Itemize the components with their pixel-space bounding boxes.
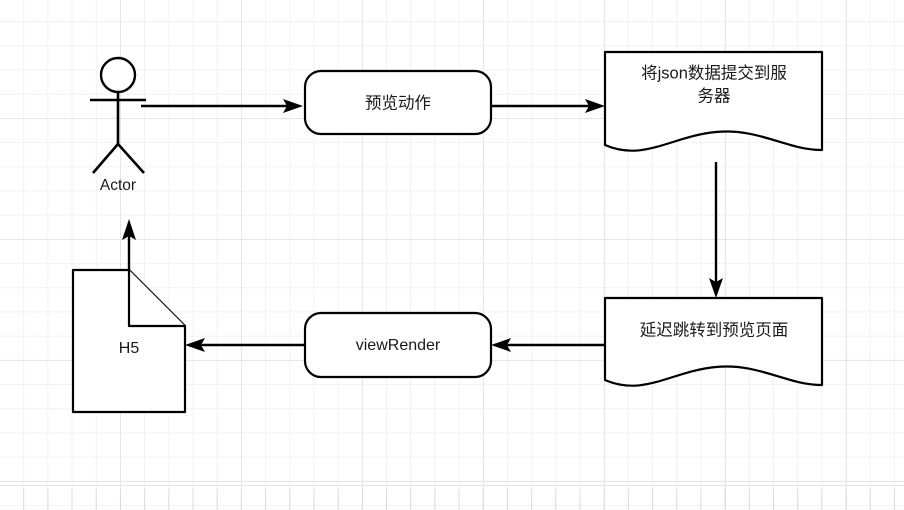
- arrowhead-up-icon: [122, 219, 136, 240]
- arrowhead-right-icon: [283, 99, 303, 113]
- node-delay-redirect[interactable]: 延迟跳转到预览页面: [603, 296, 824, 387]
- view-render-box[interactable]: [303, 311, 493, 379]
- arrowhead-left-icon: [185, 338, 205, 352]
- actor-left-leg-icon: [92, 143, 119, 174]
- submit-json-label-line2: 务器: [698, 86, 732, 105]
- arrowhead-right-icon: [585, 99, 605, 113]
- view-render-label: viewRender: [356, 337, 441, 354]
- edge-submit-json-to-delay-redirect[interactable]: [709, 162, 723, 298]
- edge-delay-redirect-to-view-render[interactable]: [491, 338, 604, 352]
- actor-right-leg-icon: [117, 143, 145, 174]
- node-view-render[interactable]: viewRender: [303, 311, 493, 379]
- arrowhead-down-icon: [709, 278, 723, 298]
- submit-json-label-line1: 将json数据提交到服: [641, 63, 787, 82]
- edge-h5-to-actor[interactable]: [122, 219, 136, 270]
- actor-head-icon: [99, 56, 137, 94]
- submit-json-document-shape[interactable]: [603, 50, 824, 152]
- preview-action-label: 预览动作: [365, 93, 431, 112]
- node-submit-json[interactable]: 将json数据提交到服 务器: [603, 50, 824, 152]
- delay-redirect-label: 延迟跳转到预览页面: [640, 320, 789, 339]
- actor-label: Actor: [100, 177, 136, 194]
- node-h5-page[interactable]: H5: [71, 268, 187, 414]
- edge-view-render-to-h5[interactable]: [185, 338, 304, 352]
- arrowhead-left-icon: [491, 338, 511, 352]
- delay-redirect-document-shape[interactable]: [603, 296, 824, 387]
- node-actor[interactable]: Actor: [90, 56, 146, 194]
- node-preview-action[interactable]: 预览动作: [303, 69, 493, 136]
- h5-page-label: H5: [119, 340, 140, 357]
- preview-action-box[interactable]: [303, 69, 493, 136]
- edge-preview-action-to-submit-json[interactable]: [491, 99, 605, 113]
- edge-actor-to-preview-action[interactable]: [141, 99, 303, 113]
- h5-page-fold-icon: [127, 268, 187, 328]
